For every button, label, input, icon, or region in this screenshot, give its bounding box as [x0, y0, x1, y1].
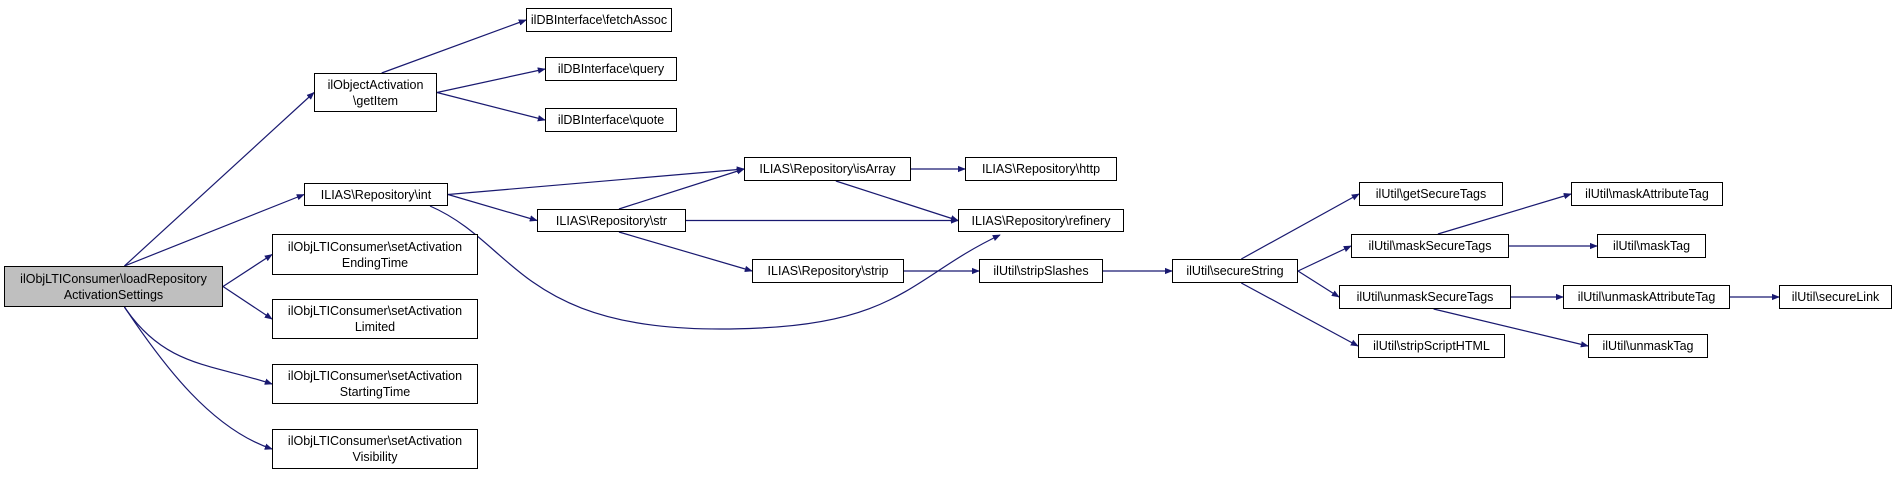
node-label-line: ilObjLTIConsumer\setActivation [287, 304, 463, 318]
node-unmask-tag[interactable]: ilUtil\unmaskTag [1588, 334, 1708, 358]
node-fetch-assoc[interactable]: ilDBInterface\fetchAssoc [526, 8, 672, 32]
node-int[interactable]: ILIAS\Repository\int [304, 183, 448, 206]
node-label-line: ilUtil\unmaskTag [1602, 339, 1694, 353]
node-quote[interactable]: ilDBInterface\quote [545, 108, 677, 132]
edge-secureString-to-stripScriptHTML [1241, 282, 1359, 347]
edge-str-to-strip [618, 231, 753, 273]
edge-root-to-getItem [124, 91, 315, 267]
edge-int-to-isArray [447, 166, 745, 196]
node-http[interactable]: ILIAS\Repository\http [965, 157, 1117, 181]
edge-isArray-to-refinery [835, 180, 959, 222]
node-unmask-secure-tags[interactable]: ilUtil\unmaskSecureTags [1339, 285, 1511, 309]
node-label-line: ILIAS\Repository\refinery [971, 213, 1111, 228]
node-label-line: Visibility [352, 450, 398, 464]
edge-getItem-to-query [436, 67, 546, 94]
node-label-line: ilUtil\secureString [1186, 264, 1284, 278]
node-secure-link[interactable]: ilUtil\secureLink [1779, 285, 1892, 309]
node-strip-script-h-t-m-l[interactable]: ilUtil\stripScriptHTML [1358, 334, 1505, 358]
edge-maskSecureTags-to-maskAttributeTag [1437, 193, 1572, 235]
edge-root-to-setStartingTime [123, 306, 273, 385]
node-label-line: ilUtil\unmaskAttributeTag [1577, 290, 1716, 304]
edge-root-to-setVisibility [123, 306, 273, 450]
edge-secureString-to-unmaskSecureTags [1297, 270, 1340, 298]
node-label-line: ilObjLTIConsumer\setActivation [287, 434, 463, 448]
node-label-line: EndingTime [341, 255, 409, 270]
node-label-line: ilObjLTIConsumer\setActivation [287, 239, 463, 254]
node-label-line: ilUtil\unmaskSecureTags [1356, 290, 1494, 304]
node-label-line: ILIAS\Repository\isArray [759, 162, 896, 176]
node-label-line: ilDBInterface\quote [557, 113, 665, 127]
node-label-line: ilUtil\getSecureTags [1375, 187, 1487, 201]
node-label-line: ilObjLTIConsumer\setActivation [287, 369, 463, 383]
node-label-line: ilObjLTIConsumer\loadRepository [20, 271, 207, 286]
node-label-line: ilUtil\maskAttributeTag [1585, 187, 1709, 201]
node-label-line: \getItem [352, 93, 399, 108]
node-strip-slashes[interactable]: ilUtil\stripSlashes [979, 259, 1103, 283]
edge-unmaskSecureTags-to-unmaskTag [1433, 308, 1589, 348]
edge-str-to-isArray [618, 168, 745, 210]
edge-int-to-str [447, 193, 538, 222]
edge-int-to-refinery [429, 205, 1001, 330]
node-refinery[interactable]: ILIAS\Repository\refinery [958, 209, 1124, 232]
node-label-line: ilUtil\stripScriptHTML [1373, 339, 1490, 353]
node-get-secure-tags[interactable]: ilUtil\getSecureTags [1359, 182, 1503, 206]
node-label-line: ILIAS\Repository\strip [767, 264, 889, 278]
node-label-line: ILIAS\Repository\str [555, 213, 668, 228]
node-mask-secure-tags[interactable]: ilUtil\maskSecureTags [1351, 234, 1509, 258]
node-label-line: ILIAS\Repository\http [981, 162, 1101, 176]
edge-getItem-to-fetchAssoc [381, 19, 527, 74]
node-label-line: Limited [354, 320, 396, 334]
node-query[interactable]: ilDBInterface\query [545, 57, 677, 81]
node-label-line: StartingTime [339, 385, 411, 399]
node-strip[interactable]: ILIAS\Repository\strip [752, 259, 904, 283]
node-label-line: ActivationSettings [63, 287, 164, 302]
node-label-line: ILIAS\Repository\int [320, 187, 432, 202]
node-secure-string[interactable]: ilUtil\secureString [1172, 259, 1298, 283]
node-mask-attribute-tag[interactable]: ilUtil\maskAttributeTag [1571, 182, 1723, 206]
edge-secureString-to-getSecureTags [1241, 193, 1360, 260]
node-label-line: ilObjectActivation [327, 77, 424, 92]
edge-root-to-setLimited [222, 285, 273, 320]
edge-getItem-to-quote [436, 91, 546, 122]
edge-secureString-to-maskSecureTags [1297, 245, 1352, 272]
node-unmask-attribute-tag[interactable]: ilUtil\unmaskAttributeTag [1563, 285, 1730, 309]
node-get-item[interactable]: ilObjectActivation\getItem [314, 73, 437, 112]
node-label-line: ilUtil\secureLink [1791, 290, 1880, 304]
edge-root-to-setEndingTime [222, 253, 273, 288]
node-label-line: ilDBInterface\fetchAssoc [530, 13, 668, 27]
node-label-line: ilUtil\maskSecureTags [1368, 239, 1492, 253]
node-mask-tag[interactable]: ilUtil\maskTag [1597, 234, 1706, 258]
node-is-array[interactable]: ILIAS\Repository\isArray [744, 157, 911, 181]
edge-root-to-int [124, 193, 305, 267]
node-label-line: ilDBInterface\query [557, 62, 665, 76]
node-label-line: ilUtil\maskTag [1612, 239, 1691, 253]
node-str[interactable]: ILIAS\Repository\str [537, 209, 686, 232]
node-label-line: ilUtil\stripSlashes [993, 264, 1089, 278]
